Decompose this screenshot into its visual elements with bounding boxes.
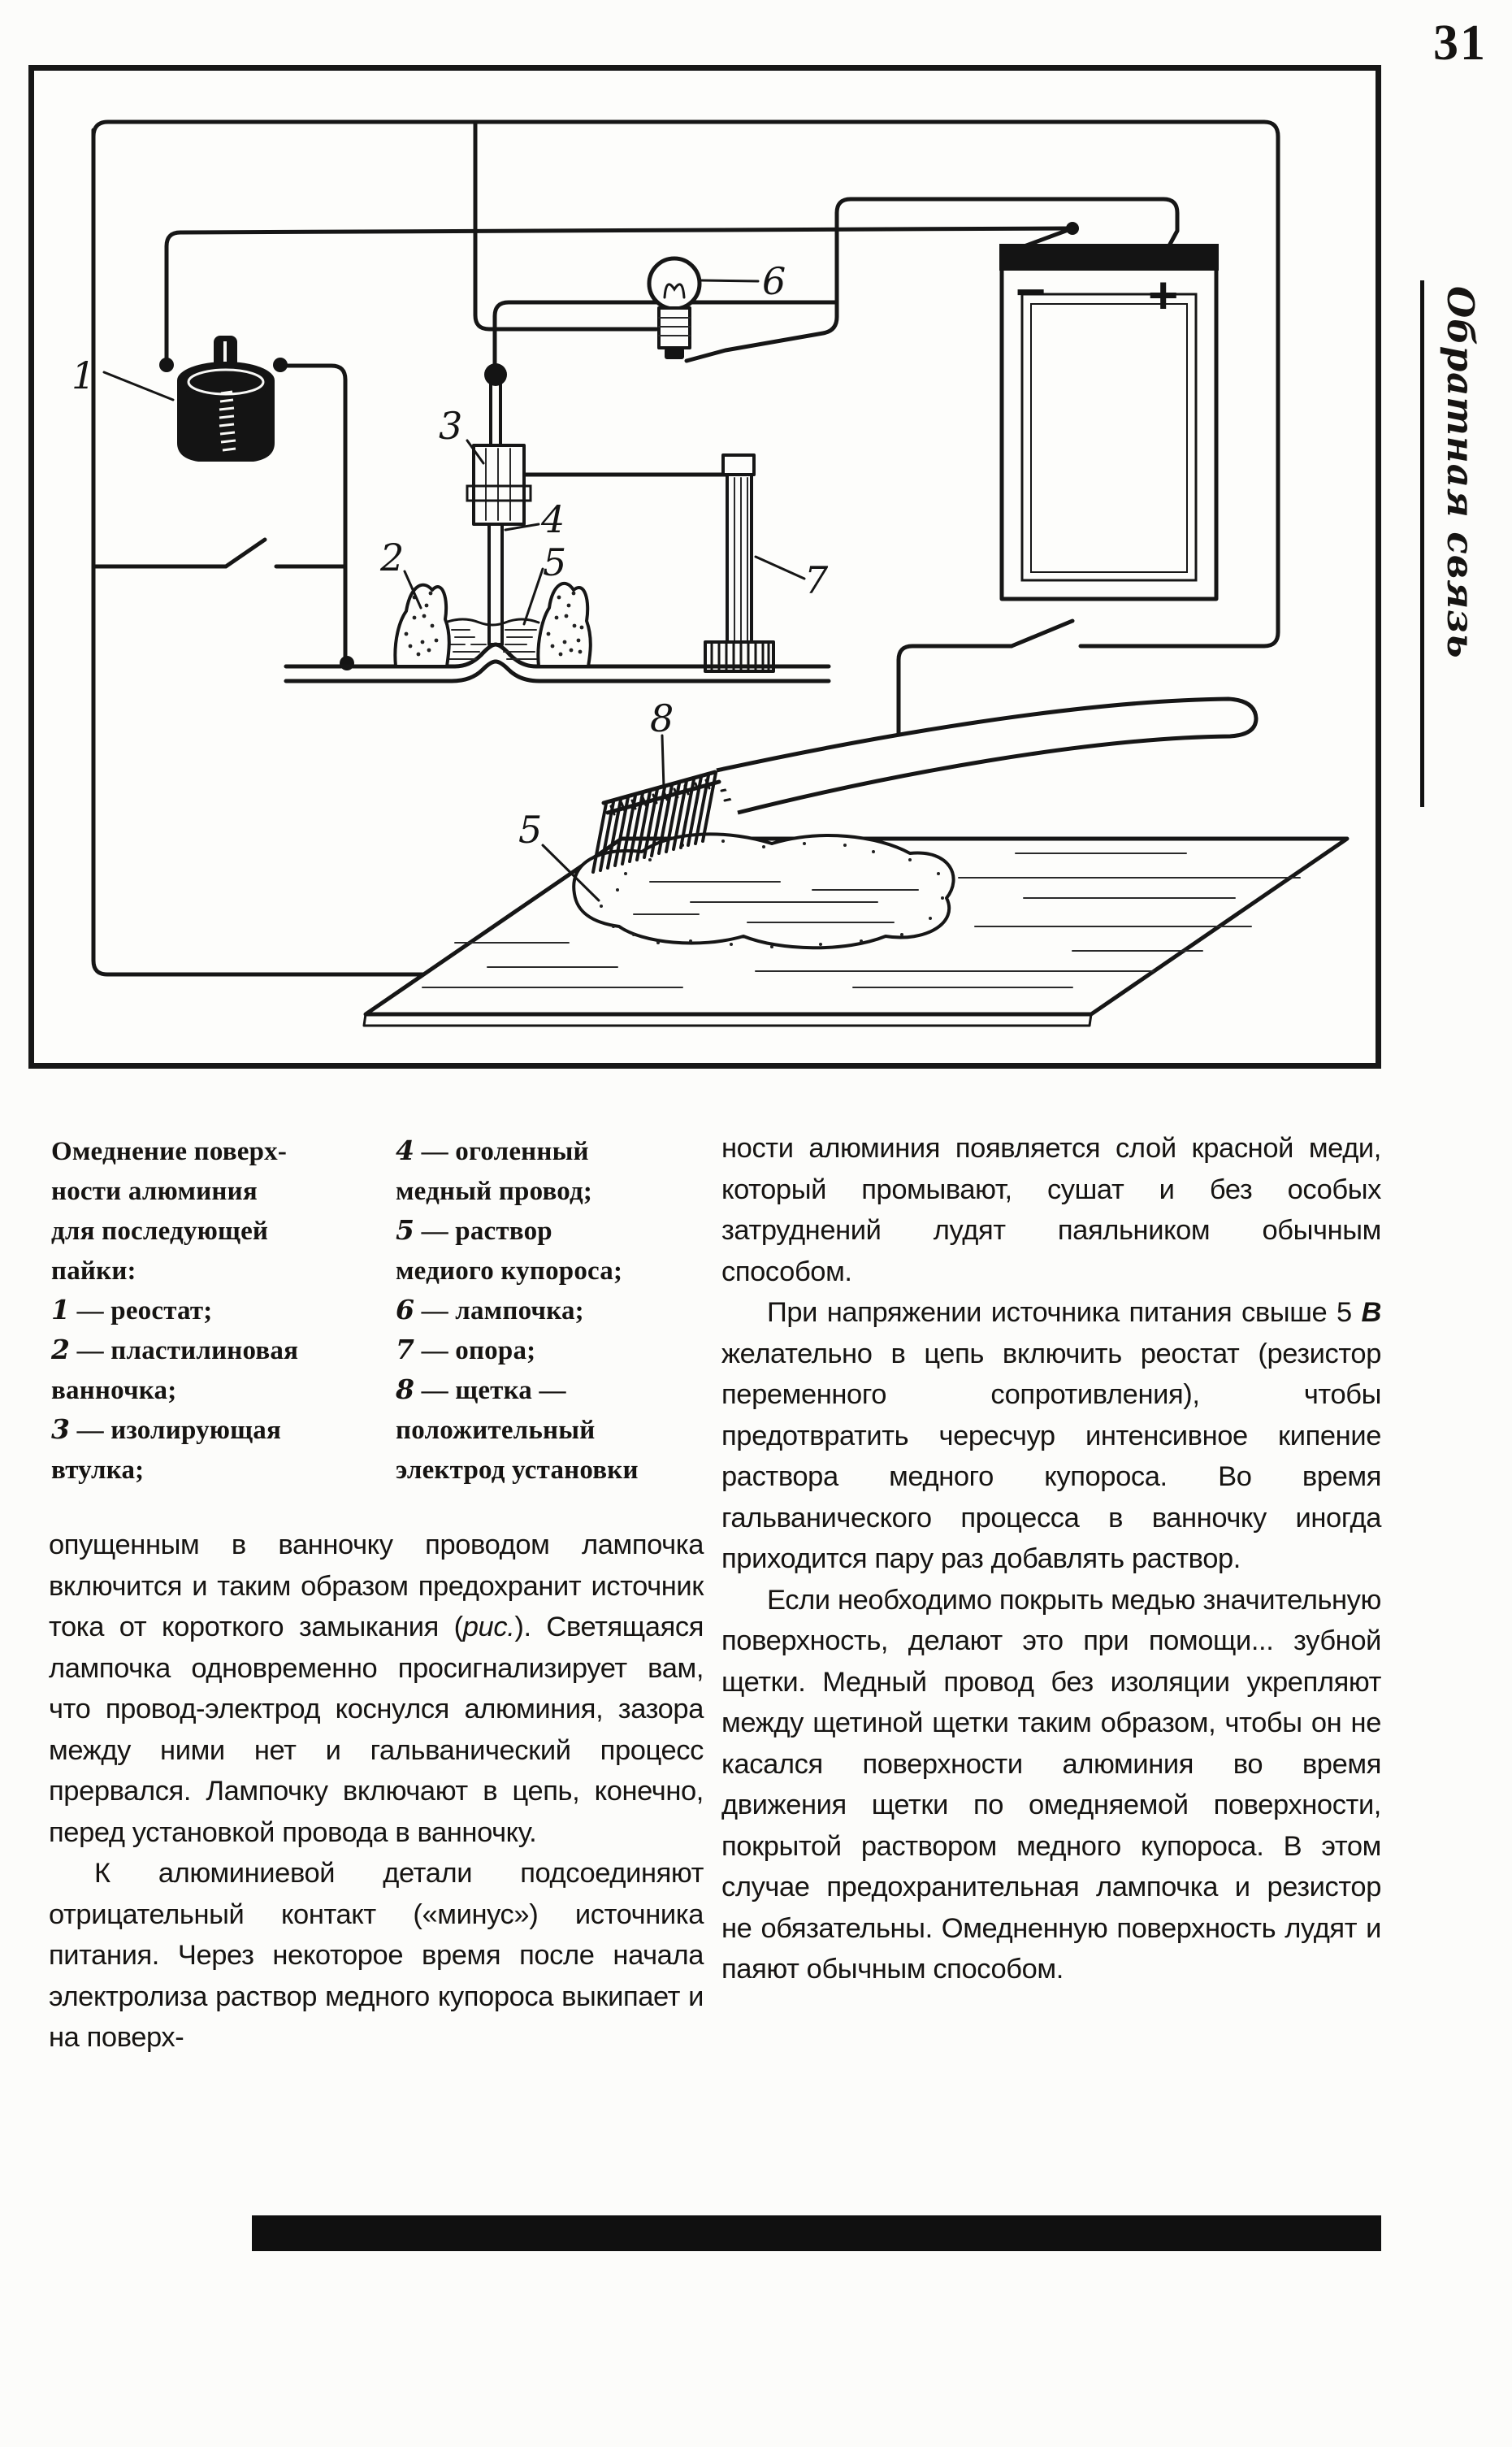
battery-plus-sign: + — [1148, 266, 1178, 324]
caption-line: медный провод; — [396, 1177, 593, 1206]
caption-line: ванночка; — [51, 1376, 177, 1405]
caption-line: 1 — реостат; — [51, 1294, 213, 1325]
label-1: 1 — [71, 354, 95, 397]
caption-line: 8 — щетка — — [396, 1373, 566, 1405]
figure-rheostat — [159, 336, 288, 462]
figure-electrode — [466, 363, 728, 646]
caption-line: 7 — опора; — [396, 1334, 536, 1365]
label-8: 8 — [650, 696, 674, 740]
label-3: 3 — [439, 404, 462, 448]
label-7: 7 — [804, 558, 829, 602]
label-6: 6 — [762, 259, 786, 303]
caption-line: 6 — лампочка; — [396, 1294, 584, 1325]
caption-line: 2 — пластилиновая — [51, 1334, 299, 1365]
label-2: 2 — [379, 536, 404, 579]
caption-line: медиого купороса; — [396, 1256, 623, 1286]
figure-number-labels: 1 2 3 4 5 6 7 8 5 — [71, 259, 829, 852]
open-switch-right — [1009, 618, 1075, 649]
caption-line: для последующей — [51, 1217, 269, 1246]
figure-toothbrush — [591, 696, 1259, 874]
caption-line: втулка; — [51, 1456, 145, 1485]
margin-section-label: Обратная связь — [1439, 286, 1482, 659]
caption-line: положительный — [396, 1416, 596, 1445]
bottom-rule-bar — [252, 2215, 1381, 2251]
figure-support — [704, 453, 775, 673]
caption-line: электрод установки — [396, 1456, 639, 1485]
figure-aluminium-strip — [284, 642, 831, 683]
caption-line: пайки: — [51, 1256, 136, 1286]
battery-minus-sign: − — [1016, 262, 1046, 321]
open-switch-left — [223, 537, 267, 569]
label-4: 4 — [540, 497, 565, 541]
figure-caption-col1: Омеднение поверх- ности алюминия для пос… — [51, 1131, 380, 1490]
caption-line: Омеднение поверх- — [51, 1137, 288, 1166]
paragraph: К алюминиевой детали подсоединяют отрица… — [49, 1858, 704, 2053]
caption-line: ности алюминия — [51, 1177, 258, 1206]
paragraph: При напряжении источника питания свыше 5… — [721, 1297, 1381, 1574]
caption-line: 3 — изолирующая — [51, 1413, 281, 1445]
caption-line: 4 — оголенный — [396, 1135, 589, 1166]
paragraph: опущенным в ванночку проводом лампочка в… — [49, 1529, 704, 1848]
figure-lamp — [647, 256, 702, 359]
battery: − + — [999, 244, 1219, 601]
circuit-diagram: − + — [71, 119, 1350, 1027]
label-5: 5 — [543, 540, 566, 584]
figure-bath — [393, 581, 592, 668]
page-number: 31 — [1433, 15, 1487, 71]
label-leader-lines — [102, 279, 806, 902]
body-column-left: опущенным в ванночку проводом лампочка в… — [49, 1525, 704, 2059]
caption-line: 5 — раствор — [396, 1214, 552, 1246]
label-5-puddle: 5 — [518, 808, 542, 852]
body-column-right: ности алюминия появляется слой красной м… — [721, 1128, 1381, 1990]
paragraph: ности алюминия появляется слой красной м… — [721, 1133, 1381, 1287]
margin-rule — [1420, 280, 1424, 807]
figure-caption-col2: 4 — оголенный медный провод; 5 — раствор… — [396, 1131, 708, 1490]
paragraph: Если необходимо покрыть медью значительн… — [721, 1584, 1381, 1985]
